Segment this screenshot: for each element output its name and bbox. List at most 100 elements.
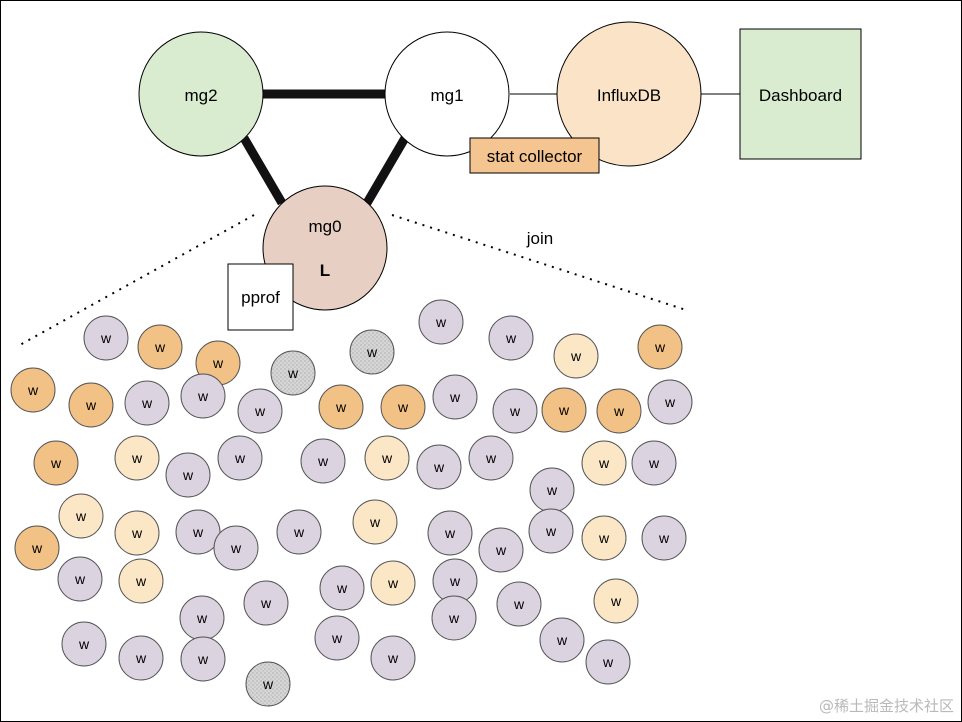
worker-node: w	[243, 580, 289, 626]
worker-label: w	[558, 402, 570, 418]
worker-circle	[492, 388, 538, 434]
worker-node: w	[528, 508, 574, 554]
worker-circle	[10, 367, 56, 413]
worker-node: w	[631, 440, 677, 486]
pprof-box: pprof	[227, 263, 294, 331]
worker-label: w	[85, 397, 97, 413]
worker-label: w	[570, 348, 582, 364]
worker-node: w	[488, 315, 534, 361]
worker-label: w	[664, 394, 676, 410]
worker-label: w	[598, 530, 610, 546]
worker-node: w	[364, 435, 410, 481]
worker-label: w	[545, 523, 557, 539]
worker-node: w	[593, 578, 639, 624]
worker-circle	[585, 639, 631, 685]
worker-circle	[245, 661, 291, 707]
worker-label: w	[485, 450, 497, 466]
worker-circle	[349, 329, 395, 375]
worker-node: w	[180, 636, 226, 682]
worker-node: w	[492, 388, 538, 434]
worker-circle	[68, 382, 114, 428]
worker-label: w	[387, 575, 399, 591]
worker-circle	[488, 315, 534, 361]
stat-collector-label: stat collector	[487, 147, 583, 166]
worker-label: w	[141, 395, 153, 411]
worker-circle	[596, 388, 642, 434]
worker-node: w	[427, 510, 473, 556]
join-label: join	[526, 229, 553, 248]
worker-node: w	[118, 635, 164, 681]
worker-circle	[124, 380, 170, 426]
worker-label: w	[613, 403, 625, 419]
worker-label: w	[260, 595, 272, 611]
node-mg2: mg2	[138, 31, 264, 157]
pprof-label: pprof	[241, 288, 280, 307]
worker-label: w	[433, 459, 445, 475]
worker-circle	[243, 580, 289, 626]
worker-label: w	[381, 450, 393, 466]
worker-circle	[637, 324, 683, 370]
worker-node: w	[553, 333, 599, 379]
worker-node: w	[585, 639, 631, 685]
worker-label: w	[192, 524, 204, 540]
worker-node: w	[318, 384, 364, 430]
worker-label: w	[598, 455, 610, 471]
worker-circle	[380, 384, 426, 430]
worker-node: w	[58, 493, 104, 539]
worker-label: w	[131, 525, 143, 541]
worker-circle	[641, 515, 687, 561]
worker-circle	[418, 299, 464, 345]
worker-label: w	[335, 399, 347, 415]
worker-circle	[14, 525, 60, 571]
worker-label: w	[31, 540, 43, 556]
worker-label: w	[75, 508, 87, 524]
worker-circle	[539, 617, 585, 663]
mg2-label: mg2	[184, 86, 217, 105]
worker-label: w	[444, 525, 456, 541]
worker-label: w	[135, 650, 147, 666]
worker-label: w	[135, 573, 147, 589]
worker-circle	[553, 333, 599, 379]
worker-circle	[541, 387, 587, 433]
worker-circle	[137, 324, 183, 370]
dashboard-label: Dashboard	[759, 86, 842, 105]
worker-circle	[57, 556, 103, 602]
worker-circle	[61, 621, 107, 667]
worker-circle	[581, 515, 627, 561]
worker-node: w	[10, 367, 56, 413]
link-mg1-mg0	[363, 135, 409, 206]
worker-label: w	[556, 632, 568, 648]
worker-circle	[180, 636, 226, 682]
worker-label: w	[196, 610, 208, 626]
worker-label: w	[505, 330, 517, 346]
worker-label: w	[317, 453, 329, 469]
worker-label: w	[369, 514, 381, 530]
worker-label: w	[254, 403, 266, 419]
worker-circle	[114, 510, 160, 556]
worker-label: w	[27, 382, 39, 398]
worker-circle	[352, 499, 398, 545]
worker-circle	[496, 581, 542, 627]
worker-node: w	[416, 444, 462, 490]
worker-node: w	[352, 499, 398, 545]
mg0-label: mg0	[308, 217, 341, 236]
worker-circle	[33, 440, 79, 486]
worker-label: w	[182, 467, 194, 483]
worker-label: w	[654, 339, 666, 355]
worker-node: w	[217, 435, 263, 481]
worker-node: w	[432, 558, 478, 604]
worker-circle	[318, 384, 364, 430]
worker-node: w	[478, 527, 524, 573]
worker-node: w	[539, 617, 585, 663]
worker-label: w	[336, 580, 348, 596]
worker-circle	[319, 565, 365, 611]
worker-node: w	[370, 635, 416, 681]
worker-circle	[468, 435, 514, 481]
worker-circle	[83, 315, 129, 361]
worker-label: w	[397, 399, 409, 415]
worker-label: w	[197, 651, 209, 667]
worker-label: w	[154, 339, 166, 355]
worker-node: w	[641, 515, 687, 561]
